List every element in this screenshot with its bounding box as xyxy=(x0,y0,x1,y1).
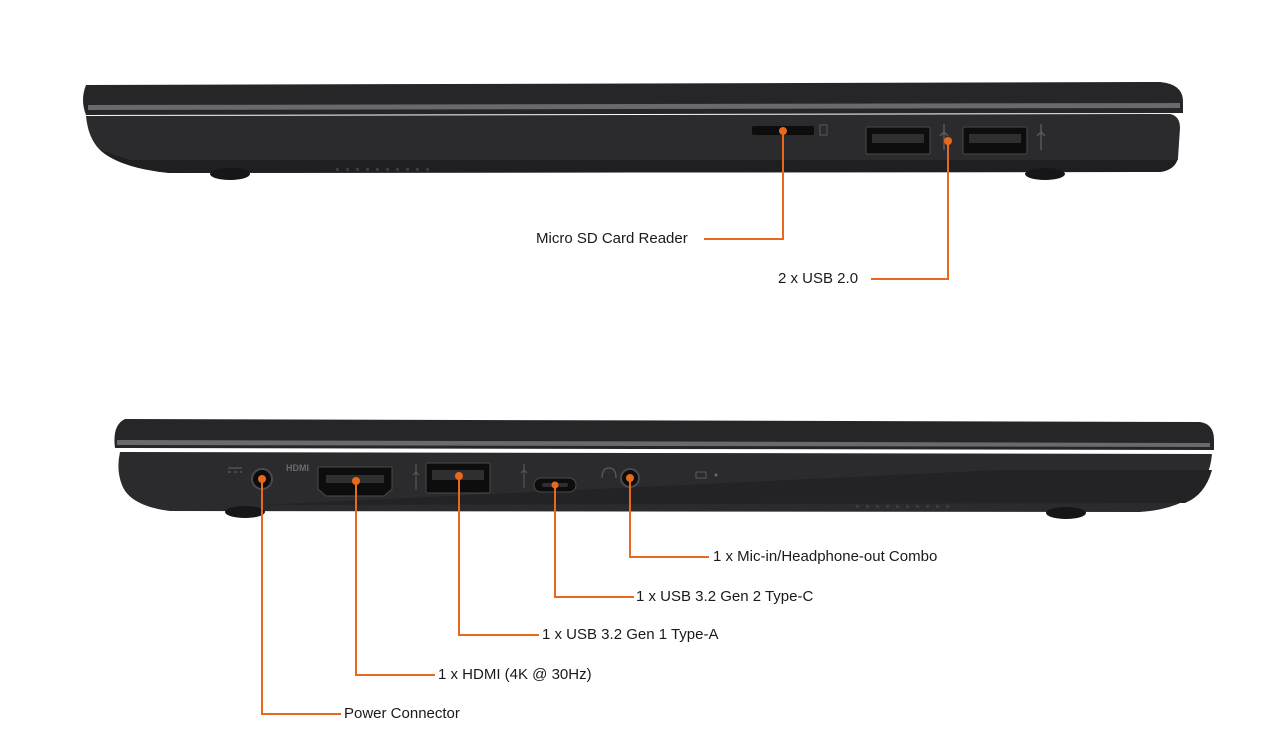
base-shade xyxy=(260,470,1212,505)
lid-highlight-stripe xyxy=(88,103,1180,110)
label-power-connector: Power Connector xyxy=(344,705,460,722)
callout-line-power xyxy=(261,479,341,715)
usb-ss-icon xyxy=(520,464,528,488)
label-usb-a: 1 x USB 3.2 Gen 1 Type-A xyxy=(542,626,719,643)
laptop-lid-top xyxy=(83,82,1183,115)
callout-line-micro-sd xyxy=(704,131,784,240)
usb-ss-icon xyxy=(412,464,420,490)
dc-power-icon xyxy=(228,467,242,473)
vent-dots xyxy=(336,168,429,171)
rubber-foot xyxy=(1046,507,1086,519)
usb-icon xyxy=(939,124,1046,150)
vent-dots xyxy=(856,505,949,508)
label-usb-2: 2 x USB 2.0 xyxy=(778,270,859,287)
usb-a-pair xyxy=(865,126,1028,155)
lid-highlight-stripe xyxy=(117,440,1210,447)
rubber-foot xyxy=(210,168,250,180)
callout-line-usb2 xyxy=(871,141,949,280)
hdmi-icon: HDMI xyxy=(286,463,309,473)
headphone-icon xyxy=(601,467,617,479)
rubber-foot xyxy=(225,506,265,518)
callout-line-usb-c xyxy=(554,485,634,598)
callout-line-audio xyxy=(629,478,709,558)
callout-line-hdmi xyxy=(355,481,435,676)
label-usb-c: 1 x USB 3.2 Gen 2 Type-C xyxy=(636,588,814,605)
led-indicator-icon xyxy=(695,471,707,479)
callout-line-usb-a xyxy=(458,476,539,636)
label-mic-headphone-combo: 1 x Mic-in/Headphone-out Combo xyxy=(713,548,938,565)
callout-dots xyxy=(258,127,952,489)
label-hdmi: 1 x HDMI (4K @ 30Hz) xyxy=(438,666,592,683)
label-micro-sd-card-reader: Micro SD Card Reader xyxy=(536,230,688,247)
callout-lines xyxy=(261,131,949,715)
sd-card-icon xyxy=(819,124,828,136)
laptop-right-side xyxy=(83,82,1183,180)
base-shade xyxy=(100,150,1178,173)
laptop-left-side: HDMI xyxy=(114,419,1214,519)
rubber-foot xyxy=(1025,168,1065,180)
